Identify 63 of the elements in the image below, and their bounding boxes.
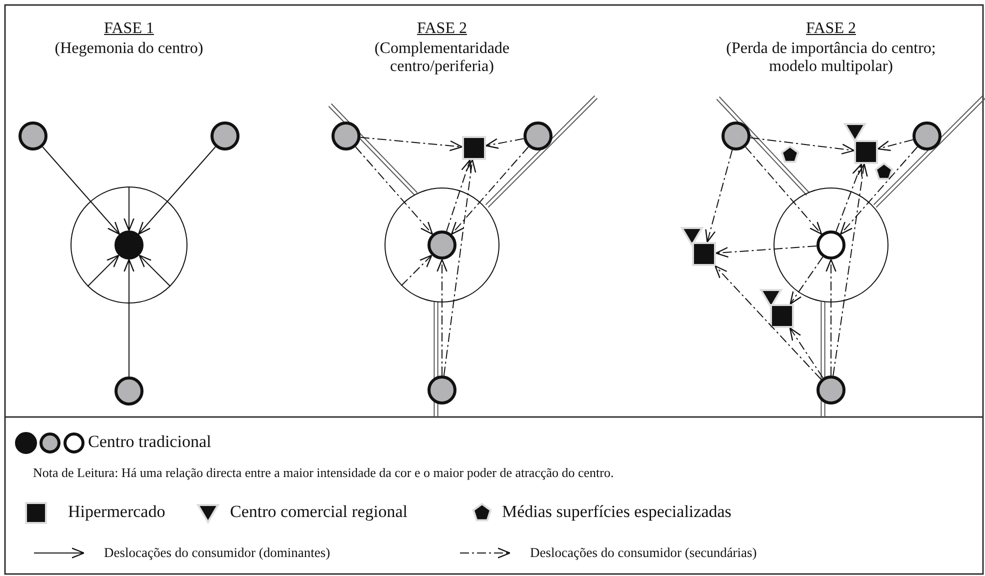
mall-triangle: [759, 289, 783, 309]
reading-note: Nota de Leitura: Há uma relação directa entre a maior intensidade da cor e o maior poder de atracção do centro.: [33, 466, 614, 481]
phase-subtitle: (Perda de importância do centro; modelo multipolar): [725, 40, 937, 77]
legend-label: Deslocações do consumidor (secundárias): [530, 544, 757, 560]
phase-title: FASE 2: [416, 20, 468, 38]
arrow: [124, 186, 134, 232]
dash-dot-arrow: [360, 136, 463, 152]
periphery-circle: [332, 122, 360, 150]
periphery-circle: [210, 122, 240, 150]
dash-dot-arrow: [400, 254, 432, 286]
periphery-circle: [114, 376, 144, 406]
catchment-circle: [774, 188, 888, 302]
centre-dot: [428, 230, 456, 260]
legend-label: Médias superfícies especializadas: [502, 502, 732, 522]
dash-dot-arrow: [715, 246, 818, 258]
phase-title: FASE 1: [103, 20, 155, 38]
dash-dot-arrow: [714, 265, 822, 380]
phase-subtitle: (Complementaridade centro/periferia): [373, 40, 511, 77]
mall-triangle: [843, 123, 867, 143]
dash-dot-arrow: [789, 327, 824, 378]
phase-subtitle: (Hegemonia do centro): [54, 40, 204, 58]
catchment-circle: [384, 188, 500, 302]
dash-dot-arrow: [836, 163, 862, 232]
store-pentagon: [780, 145, 800, 163]
dash-dot-arrow: [355, 146, 434, 235]
periphery-circle: [722, 122, 750, 150]
dash-dot-arrow: [450, 146, 529, 235]
dash-dot-arrow: [832, 163, 868, 376]
arrow: [138, 254, 171, 287]
dash-dot-arrow: [840, 146, 918, 235]
store-pentagon: [874, 162, 894, 180]
dash-dot-arrow: [826, 258, 836, 376]
legend-label: Deslocações do consumidor (dominantes): [104, 544, 330, 560]
periphery-circle: [524, 122, 552, 150]
dash-dot-arrow: [745, 146, 822, 235]
hypermarket-square: [770, 304, 794, 328]
dash-dot-arrow: [446, 159, 472, 232]
arrow: [138, 146, 216, 235]
hypermarket-square: [692, 242, 716, 266]
phase-title: FASE 2: [805, 20, 857, 38]
dash-dot-arrow: [750, 137, 855, 154]
arrow: [87, 254, 120, 287]
hypermarket-square: [854, 140, 878, 164]
periphery-circle: [18, 122, 48, 150]
legend-label: Hipermercado: [68, 502, 166, 522]
hypermarket-square: [462, 136, 486, 160]
centre-dot: [114, 230, 144, 260]
dash-dot-arrow: [485, 138, 524, 149]
dash-dot-arrow: [790, 256, 824, 305]
periphery-circle: [816, 376, 846, 404]
arrow: [124, 258, 134, 377]
arrow: [42, 146, 120, 235]
catchment-circle: [70, 186, 188, 304]
dash-dot-arrow: [705, 150, 733, 243]
centre-dot: [816, 230, 846, 260]
legend-label: Centro comercial regional: [230, 502, 408, 522]
mall-triangle: [680, 227, 704, 247]
dash-dot-arrow: [443, 159, 476, 376]
legend-label: Centro tradicional: [88, 432, 212, 452]
periphery-circle: [912, 122, 942, 150]
dash-dot-arrow: [436, 258, 448, 376]
dash-dot-arrow: [877, 139, 914, 152]
periphery-circle: [428, 376, 456, 404]
